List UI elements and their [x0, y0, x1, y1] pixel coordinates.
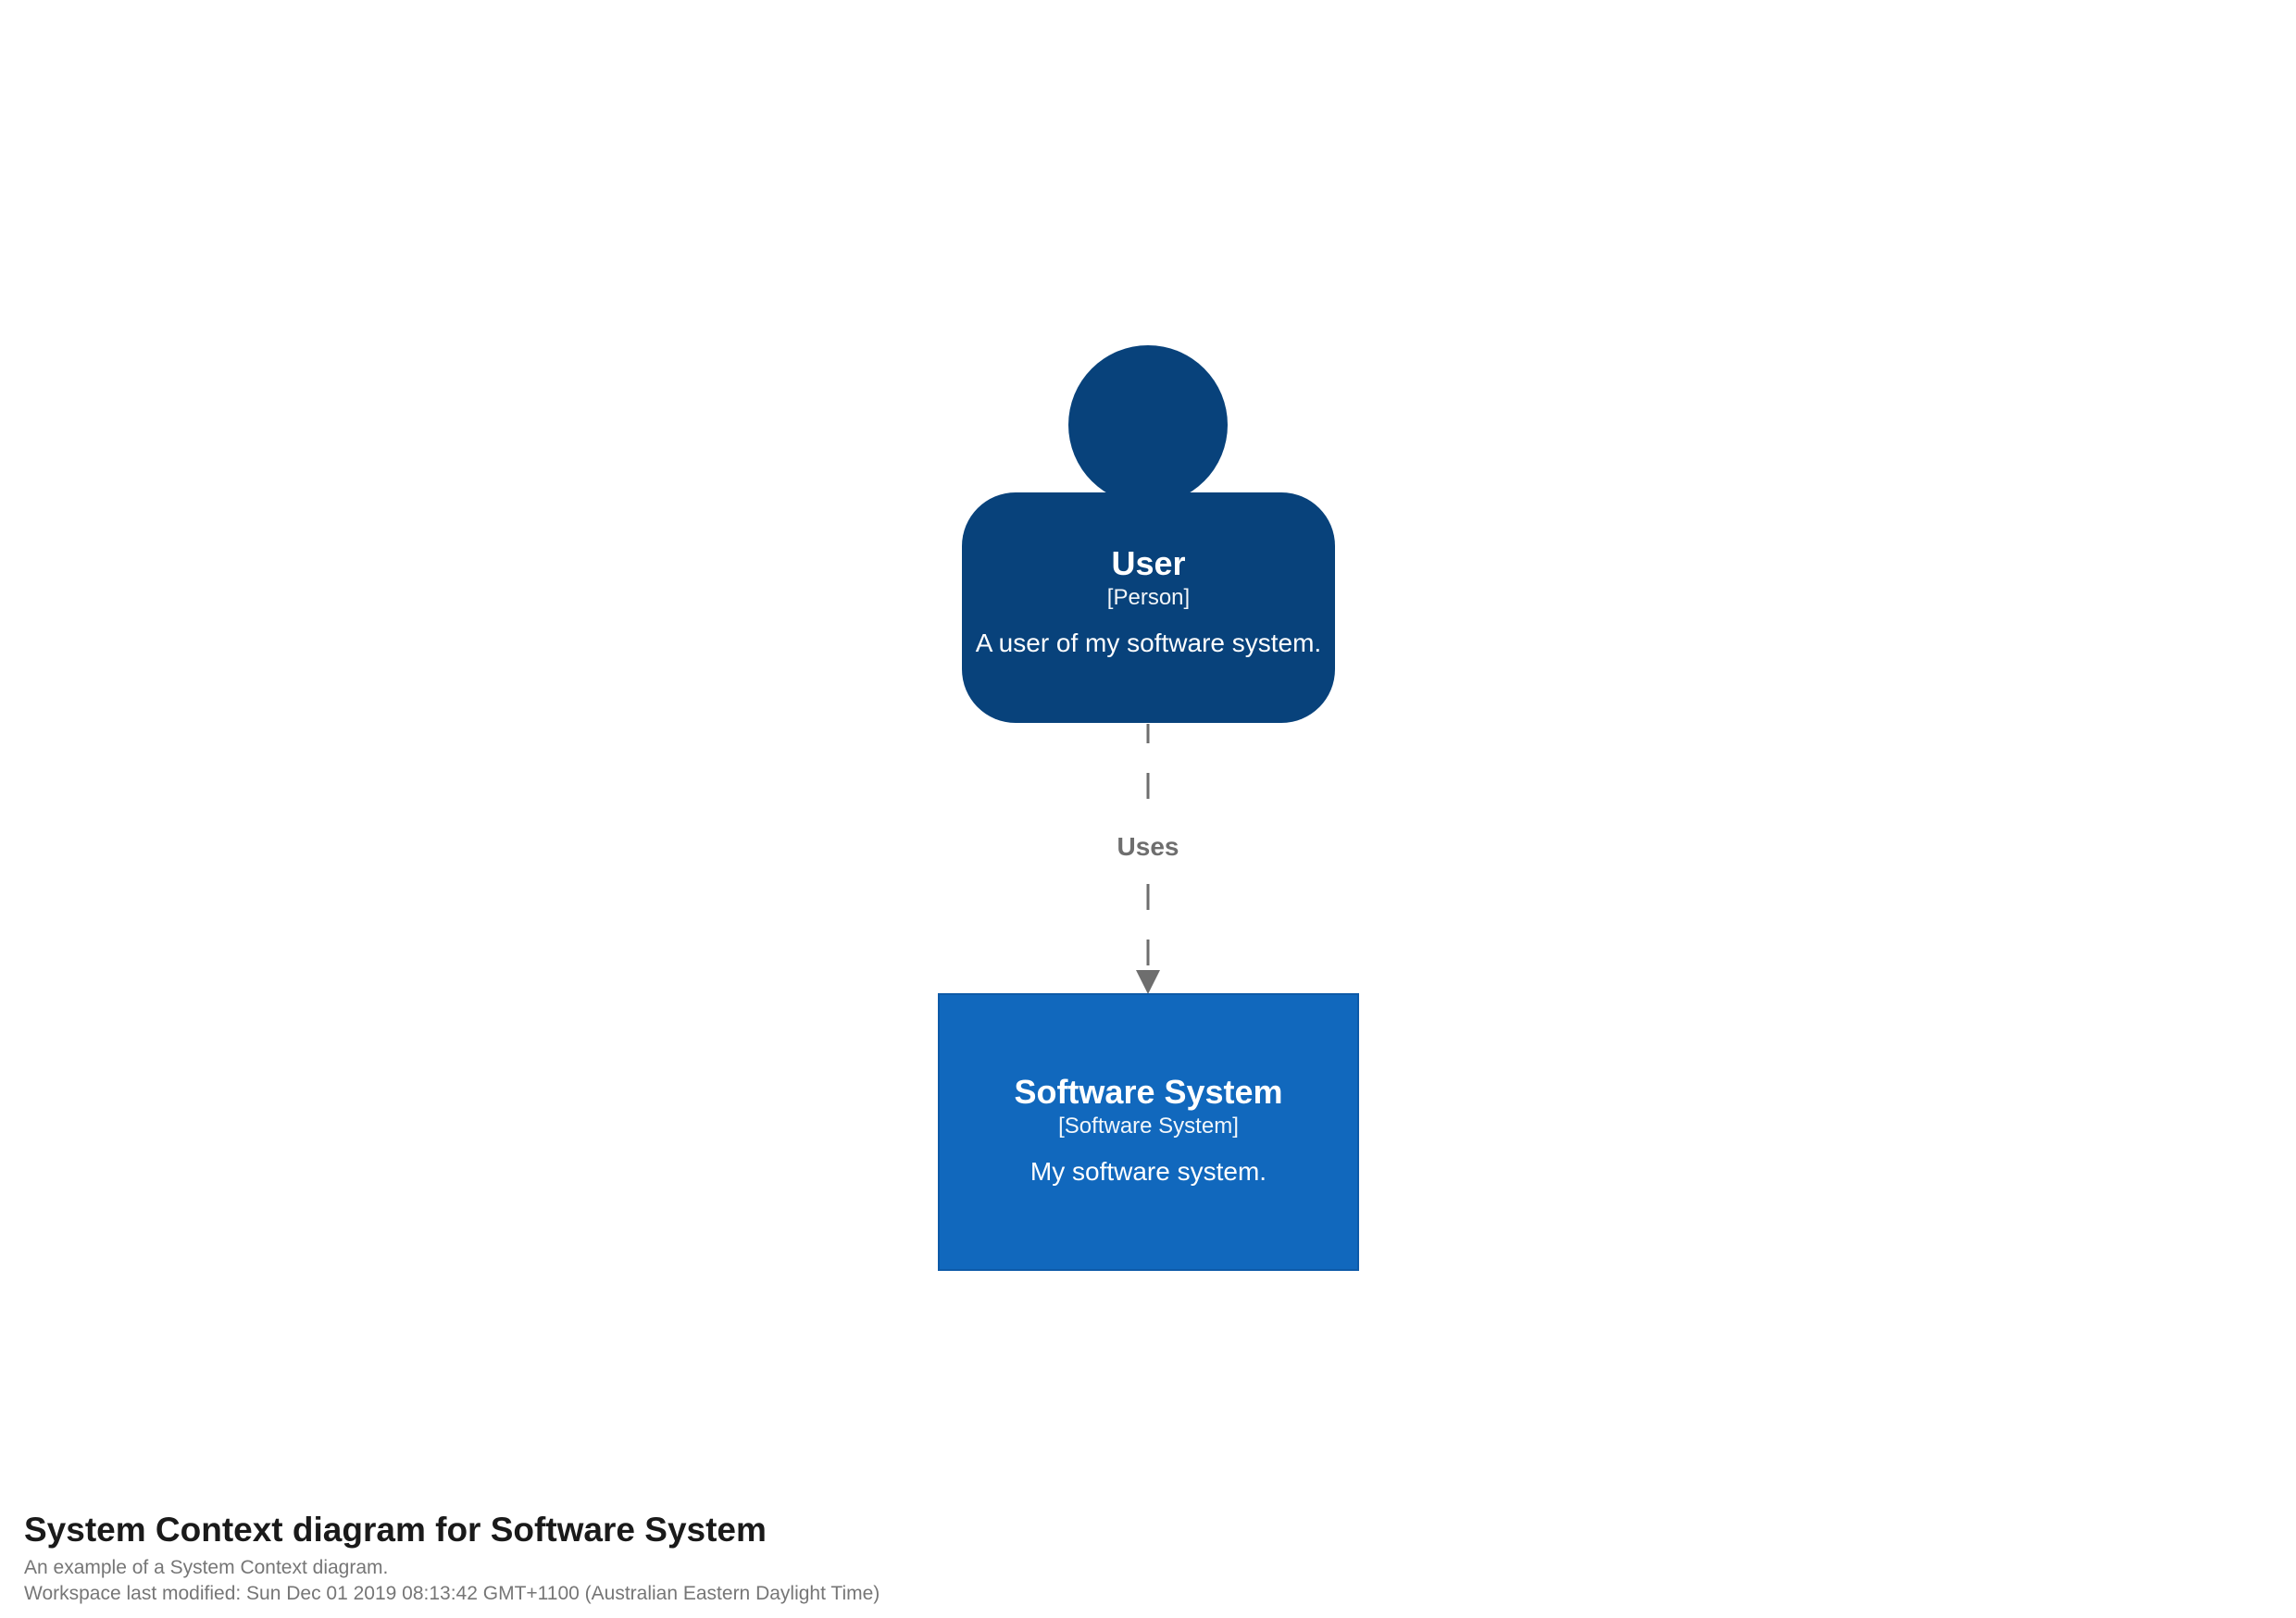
diagram-description: An example of a System Context diagram. [24, 1557, 389, 1578]
relationship-label[interactable]: Uses [1105, 827, 1191, 867]
person-name: User [1111, 544, 1186, 582]
person-head-shape [1068, 345, 1228, 504]
person-element-user[interactable]: User [Person] A user of my software syst… [962, 345, 1335, 723]
software-system-element[interactable]: Software System [Software System] My sof… [938, 993, 1359, 1271]
workspace-last-modified: Workspace last modified: Sun Dec 01 2019… [24, 1583, 880, 1604]
person-type-label: [Person] [1106, 585, 1191, 610]
software-system-type-label: [Software System] [1058, 1114, 1239, 1139]
diagram-metadata: System Context diagram for Software Syst… [24, 1509, 880, 1607]
software-system-description: My software system. [1029, 1157, 1267, 1186]
person-description: A user of my software system. [975, 629, 1322, 657]
person-body-shape: User [Person] A user of my software syst… [962, 492, 1335, 723]
triangle-down-arrowhead-icon [1136, 970, 1160, 994]
diagram-title: System Context diagram for Software Syst… [24, 1511, 767, 1549]
software-system-name: Software System [1014, 1073, 1283, 1111]
